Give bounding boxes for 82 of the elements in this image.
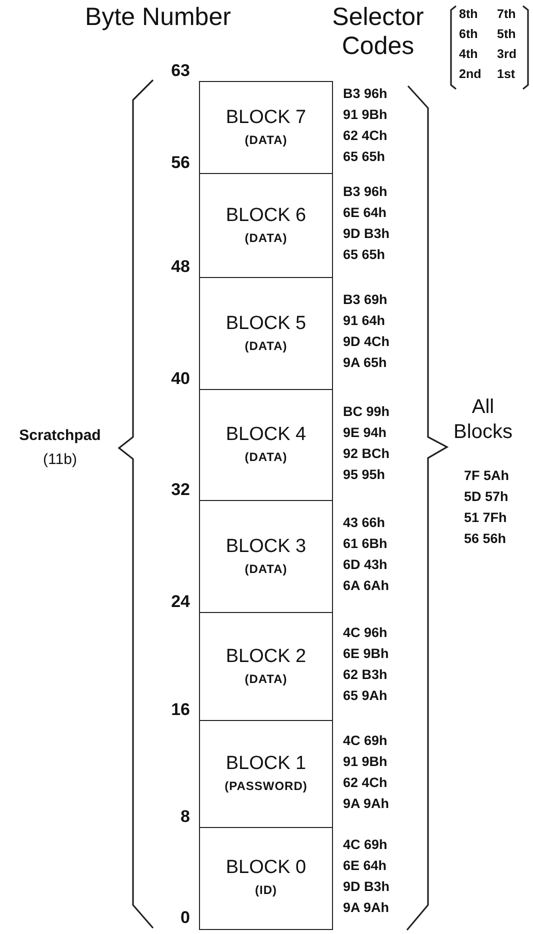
heading: Byte Number (84, 3, 232, 32)
block-title: BLOCK 4 (226, 423, 306, 448)
selector-code: 91 9Bh (343, 752, 388, 770)
selector-code: 65 65h (343, 246, 386, 264)
selector-code: 9E 94h (343, 424, 387, 442)
block-title: BLOCK 3 (226, 534, 306, 559)
block-title: BLOCK 6 (226, 204, 306, 228)
byte-number: 56 (171, 153, 190, 173)
selector-code: 65 65h (343, 148, 386, 166)
memory-block (199, 389, 333, 502)
selector-code: 9A 9Ah (343, 898, 390, 916)
block-type: (DATA) (244, 338, 288, 355)
byte-number: 16 (171, 700, 190, 720)
selector-code: B3 96h (343, 85, 388, 103)
heading: All Blocks (452, 395, 514, 445)
byte-number: 48 (171, 257, 190, 277)
selector-code: 91 9Bh (343, 106, 388, 124)
selector-code: 61 6Bh (343, 535, 388, 553)
selector-code: 9D B3h (343, 225, 390, 243)
region-label: Scratchpad (18, 427, 102, 444)
ordinal-label: 5th (497, 27, 516, 41)
selector-code: B3 69h (343, 291, 388, 309)
memory-block (199, 173, 333, 278)
selector-code: 4C 69h (343, 836, 388, 854)
selector-code: 9A 9Ah (343, 794, 390, 812)
block-type: (PASSWORD) (224, 778, 308, 796)
block-title: BLOCK 0 (226, 856, 306, 880)
block-type: (DATA) (244, 132, 288, 149)
selector-code: 9A 65h (343, 354, 387, 372)
ordinal-label: 2nd (459, 67, 482, 81)
selector-code: 6A 6Ah (343, 577, 390, 595)
region-label: (11b) (42, 451, 78, 468)
selector-code: 92 BCh (343, 444, 390, 462)
block-type: (DATA) (244, 670, 288, 688)
memory-block (199, 277, 333, 390)
byte-number: 32 (171, 480, 190, 500)
selector-code: BC 99h (343, 402, 390, 420)
ordinal-label: 6th (459, 27, 478, 41)
selector-code: 65 9Ah (343, 687, 388, 705)
selector-code: 5D 57h (464, 488, 508, 506)
ordinal-label: 1st (497, 67, 516, 81)
selector-code: 43 66h (343, 514, 386, 532)
block-title: BLOCK 7 (226, 106, 306, 130)
memory-block (199, 827, 333, 930)
selector-code: 9D B3h (343, 878, 390, 896)
block-title: BLOCK 2 (226, 644, 306, 669)
ordinal-label: 7th (497, 7, 516, 21)
selector-code: 6D 43h (343, 556, 388, 574)
memory-block (199, 612, 333, 722)
ordinal-label: 3rd (497, 47, 516, 61)
block-type: (DATA) (244, 449, 288, 466)
byte-number: 0 (180, 908, 190, 928)
block-type: (DATA) (244, 560, 288, 578)
byte-number: 40 (171, 369, 190, 389)
selector-code: 56 56h (464, 530, 506, 548)
byte-number: 63 (171, 61, 190, 81)
selector-code: 6E 9Bh (343, 645, 389, 663)
memory-block (199, 81, 333, 174)
byte-number: 8 (180, 807, 190, 827)
ordinal-label: 4th (459, 47, 478, 61)
selector-code: 62 4Ch (343, 127, 388, 145)
byte-number: 24 (171, 592, 190, 612)
selector-code: 62 4Ch (343, 774, 388, 792)
selector-code: 91 64h (343, 312, 386, 330)
selector-code: 6E 64h (343, 856, 387, 874)
selector-code: 62 B3h (343, 666, 388, 684)
block-type: (ID) (255, 882, 277, 900)
block-title: BLOCK 5 (226, 312, 306, 336)
block-type: (DATA) (244, 230, 288, 247)
heading: Selector Codes (331, 3, 425, 61)
memory-block (199, 500, 333, 614)
selector-code: 4C 69h (343, 732, 388, 750)
selector-code: 95 95h (343, 466, 386, 484)
selector-code: 6E 64h (343, 204, 387, 222)
ordinal-label: 8th (459, 7, 478, 21)
selector-code: B3 96h (343, 183, 388, 201)
memory-block (199, 720, 333, 828)
selector-code: 9D 4Ch (343, 333, 390, 351)
selector-code: 51 7Fh (464, 509, 507, 527)
block-title: BLOCK 1 (226, 752, 306, 776)
selector-code: 7F 5Ah (464, 467, 510, 485)
selector-code: 4C 96h (343, 624, 388, 642)
